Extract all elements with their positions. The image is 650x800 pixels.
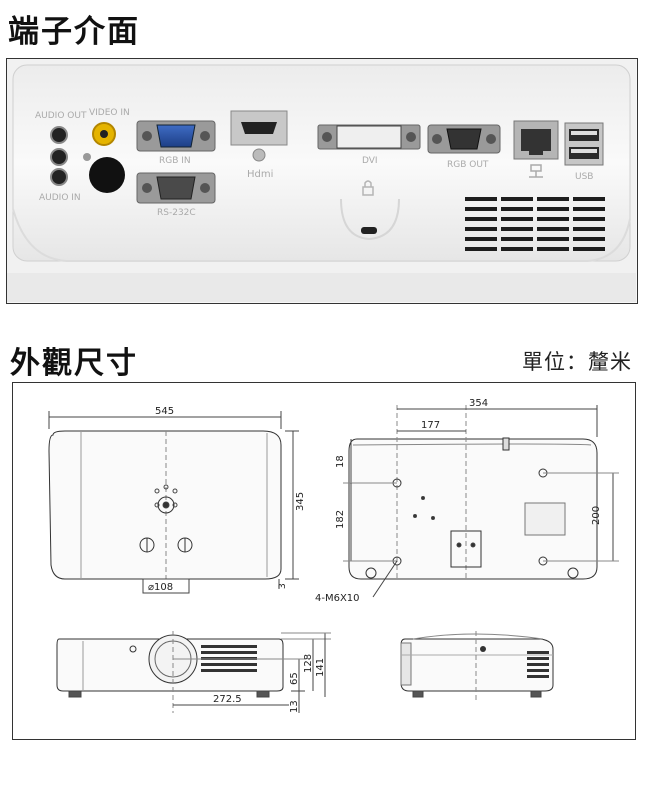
dim-front-lens-center: 65	[289, 672, 300, 685]
rgb-in-port: RGB IN	[136, 120, 216, 166]
dim-bottom-right-height: 200	[591, 506, 602, 525]
lock-icon	[362, 180, 374, 196]
front-view: 272.5 13 65 128 141	[56, 631, 331, 713]
rs232c-label: RS-232C	[157, 208, 196, 218]
dim-top-depth: 345	[295, 492, 306, 511]
dim-mount-screws: 4-M6X10	[315, 593, 360, 604]
dimensions-heading: 外觀尺寸	[10, 346, 138, 381]
usb-ports: USB	[564, 122, 604, 182]
dim-bottom-width: 354	[469, 398, 488, 409]
bottom-view: 354 177 18 182 200 4-M6X10	[315, 398, 619, 604]
dim-bottom-top-margin: 18	[335, 455, 346, 468]
dvi-label: DVI	[362, 156, 378, 166]
audio-in-label: AUDIO IN	[39, 193, 81, 203]
dim-front-lens-offset: 272.5	[213, 694, 242, 705]
dim-top-width: 545	[155, 406, 174, 417]
audio-in-jack-l-icon	[50, 148, 68, 166]
top-view: 545 345 3 ⌀108	[48, 406, 306, 594]
power-knockout-icon	[89, 157, 125, 193]
hdmi-label: Hdmi	[247, 169, 273, 180]
audio-out-jack-icon	[50, 126, 68, 144]
ports-heading: 端子介面	[8, 14, 140, 50]
rgb-out-label: RGB OUT	[447, 160, 489, 170]
audio-out-label: AUDIO OUT	[35, 111, 87, 121]
side-view	[400, 631, 554, 703]
dim-bottom-hole-spacing: 182	[335, 510, 346, 529]
dim-front-total-height: 141	[315, 658, 326, 677]
ports-panel: AUDIO OUT VIDEO IN AUDIO IN RGB IN RS-23…	[6, 58, 638, 304]
dim-front-body-height: 128	[303, 654, 314, 673]
network-icon	[529, 164, 543, 178]
dimensions-panel: 545 345 3 ⌀108	[12, 382, 636, 740]
dim-bottom-offset: 177	[421, 420, 440, 431]
bottom-view-outline	[348, 438, 598, 580]
audio-in-jack-r-icon	[50, 168, 68, 186]
lan-port	[513, 120, 559, 178]
audio-jacks-group: AUDIO OUT VIDEO IN AUDIO IN	[35, 108, 130, 203]
side-vent	[527, 651, 549, 678]
security-slot	[340, 180, 400, 241]
rs232c-port: RS-232C	[136, 172, 216, 218]
dim-top-small: 3	[278, 583, 288, 589]
unit-note: 單位：釐米	[522, 350, 632, 374]
vent-grille	[465, 197, 605, 251]
dim-front-foot: 13	[289, 700, 300, 713]
hdmi-port: Hdmi	[230, 110, 288, 180]
rgb-out-port: RGB OUT	[427, 124, 501, 170]
dim-lens-diameter: ⌀108	[148, 582, 173, 593]
usb-label: USB	[575, 172, 593, 182]
video-in-label: VIDEO IN	[89, 108, 130, 118]
rgb-in-label: RGB IN	[159, 156, 191, 166]
dvi-port: DVI	[317, 124, 421, 166]
